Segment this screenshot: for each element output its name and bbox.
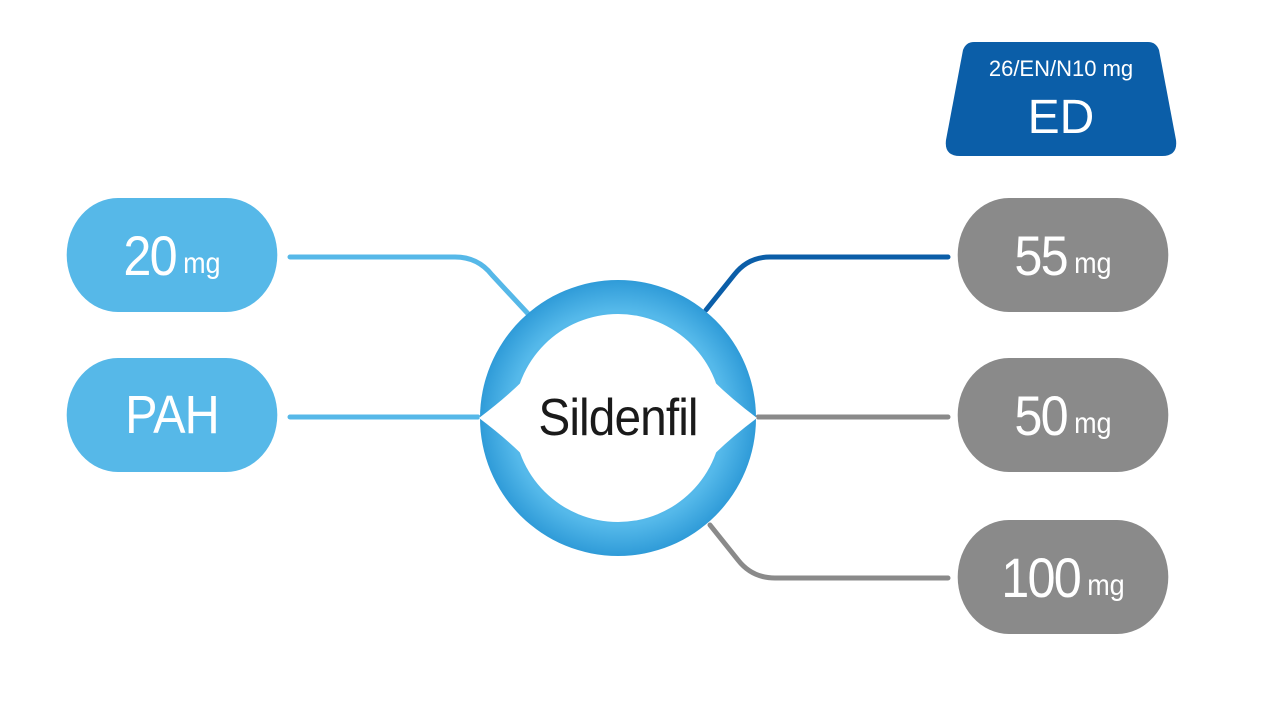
- dose-100mg-pill: 100 mg: [957, 520, 1169, 634]
- dose-55mg-value: 55: [1014, 223, 1068, 287]
- dose-50mg-value: 50: [1014, 383, 1068, 447]
- connector-20mg: [287, 254, 535, 321]
- center-hub: Sildenfil: [477, 278, 759, 558]
- dose-50mg-unit: mg: [1074, 407, 1112, 440]
- condition-pah-label: PAH: [125, 385, 220, 445]
- dose-20mg-unit: mg: [183, 247, 221, 280]
- dose-50mg-pill: 50 mg: [957, 358, 1169, 472]
- ed-badge-subtitle: 26/EN/N10 mg: [988, 56, 1134, 81]
- dose-100mg-value: 100: [1001, 545, 1082, 609]
- ed-badge: 26/EN/N10 mg ED: [944, 40, 1178, 158]
- dose-100mg-unit: mg: [1087, 569, 1125, 602]
- ed-badge-title: ED: [1027, 91, 1095, 144]
- dose-20mg-pill: 20 mg: [66, 198, 278, 312]
- connector-55mg: [703, 254, 951, 313]
- dose-20mg-value: 20: [123, 223, 177, 287]
- condition-pah-pill: PAH: [66, 358, 278, 472]
- ed-badge-shape: [945, 42, 1177, 156]
- dose-55mg-unit: mg: [1074, 247, 1112, 280]
- hub-ring: [479, 280, 757, 556]
- dose-55mg-pill: 55 mg: [957, 198, 1169, 312]
- center-label: Sildenfil: [538, 389, 698, 447]
- connector-100mg: [707, 522, 951, 581]
